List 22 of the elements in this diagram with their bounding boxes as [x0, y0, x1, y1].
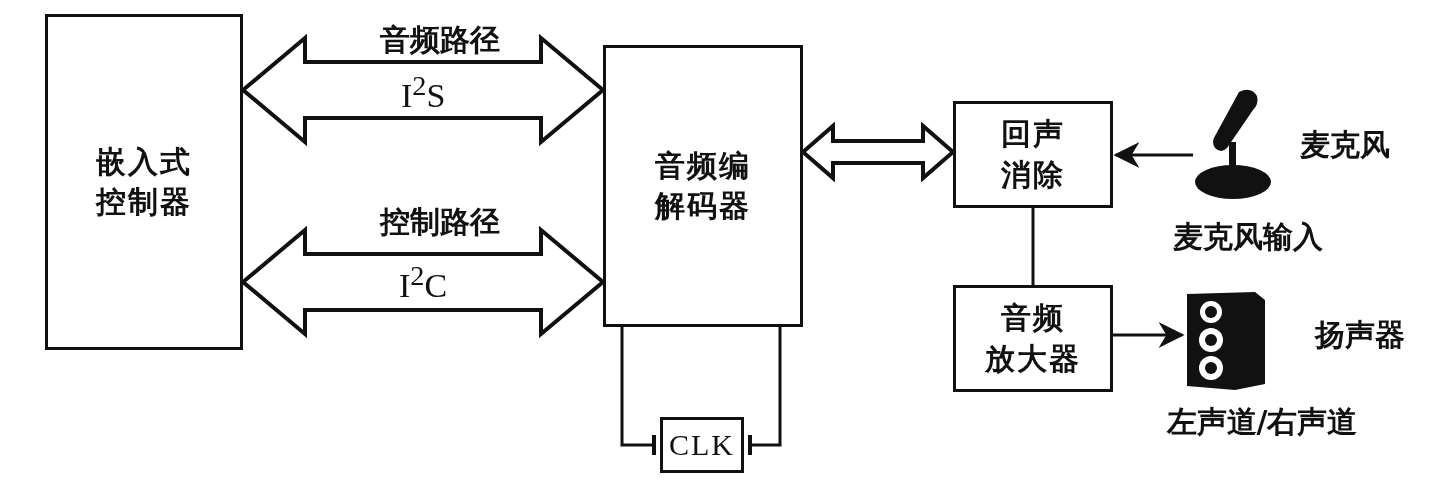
box-label: CLK — [669, 426, 735, 463]
clock-box — [660, 417, 744, 473]
box-label: 回声消除 — [1001, 115, 1065, 194]
box-label: 音频放大器 — [985, 299, 1081, 378]
process-box — [603, 45, 803, 327]
device-label: 麦克风输入 — [1173, 219, 1323, 255]
connector-line — [620, 327, 656, 455]
arrow — [1113, 142, 1193, 168]
device-label: 扬声器 — [1315, 317, 1405, 353]
device-label: 麦克风 — [1300, 127, 1390, 163]
arrow — [1113, 322, 1185, 348]
connector-line — [1031, 208, 1035, 285]
connector-line — [748, 327, 782, 455]
process-box — [953, 101, 1113, 208]
process-box — [953, 285, 1113, 392]
box-label: 音频编解码器 — [655, 146, 751, 225]
device-label: 左声道/右声道 — [1166, 404, 1358, 440]
process-box — [45, 14, 243, 350]
speaker-icon — [1185, 290, 1267, 392]
path-label: 音频路径 — [380, 22, 500, 58]
box-label: 嵌入式控制器 — [96, 142, 192, 221]
path-label: 控制路径 — [380, 204, 500, 240]
